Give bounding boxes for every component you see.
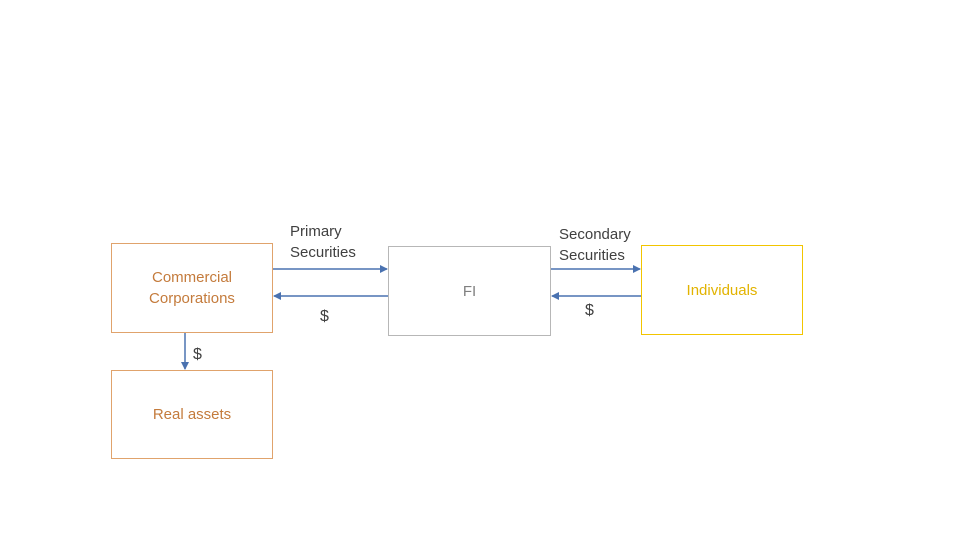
commercial-corporations-label: Commercial Corporations — [149, 269, 235, 307]
individuals-label: Individuals — [686, 281, 758, 299]
commercial-corporations-box: Commercial Corporations — [111, 243, 273, 333]
dollar-label-left: $ — [320, 308, 329, 325]
secondary-securities-label: Secondary Securities — [559, 226, 631, 264]
real-assets-label: Real assets — [152, 406, 232, 423]
fi-label: FI — [462, 282, 477, 300]
real-assets-box: Real assets — [111, 370, 273, 459]
dollar-label-down: $ — [193, 346, 202, 363]
fi-box: FI — [388, 246, 551, 336]
primary-securities-label: Primary Securities — [290, 223, 356, 261]
individuals-box: Individuals — [641, 245, 803, 335]
dollar-label-right: $ — [585, 302, 594, 319]
